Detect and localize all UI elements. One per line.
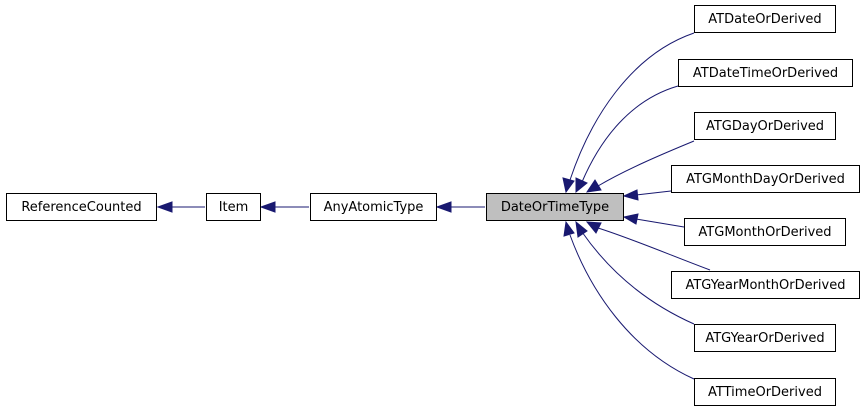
arrowhead-reference-counted (156, 201, 173, 213)
node-atg-month-day-or-derived[interactable]: ATGMonthDayOrDerived (671, 165, 860, 193)
node-at-date-time-or-derived-label: ATDateTimeOrDerived (693, 66, 838, 81)
arrowhead-from-atg-month (622, 213, 639, 225)
node-any-atomic-type-label: AnyAtomicType (324, 200, 424, 215)
node-item-label: Item (219, 200, 249, 215)
edge-atg-year-month-or-derived (597, 227, 711, 271)
node-at-date-time-or-derived[interactable]: ATDateTimeOrDerived (678, 59, 853, 87)
arrowhead-from-at-date-time (575, 177, 588, 194)
node-any-atomic-type[interactable]: AnyAtomicType (310, 193, 437, 221)
node-at-time-or-derived[interactable]: ATTimeOrDerived (694, 378, 836, 406)
edge-at-time-or-derived (569, 234, 695, 380)
node-atg-year-month-or-derived-label: ATGYearMonthOrDerived (685, 278, 845, 293)
node-reference-counted-label: ReferenceCounted (21, 200, 141, 215)
node-atg-year-or-derived[interactable]: ATGYearOrDerived (694, 324, 836, 352)
node-atg-day-or-derived-label: ATGDayOrDerived (706, 119, 824, 134)
node-date-or-time-type-label: DateOrTimeType (501, 200, 609, 215)
node-atg-year-or-derived-label: ATGYearOrDerived (705, 331, 824, 346)
node-at-time-or-derived-label: ATTimeOrDerived (708, 385, 822, 400)
arrowhead-item (259, 201, 276, 213)
arrowhead-from-atg-day (585, 179, 602, 193)
node-date-or-time-type[interactable]: DateOrTimeType (486, 193, 624, 221)
arrowhead-from-atg-year (575, 220, 588, 238)
edge-atg-day-or-derived (597, 140, 695, 187)
edge-at-date-or-derived (569, 32, 695, 181)
node-item[interactable]: Item (206, 193, 261, 221)
node-atg-month-day-or-derived-label: ATGMonthDayOrDerived (686, 172, 845, 187)
arrowhead-from-atg-month-day (622, 189, 639, 201)
arrowhead-from-at-time (563, 220, 575, 237)
node-atg-month-or-derived[interactable]: ATGMonthOrDerived (684, 218, 846, 246)
edge-at-date-time-or-derived (581, 85, 679, 183)
node-at-date-or-derived-label: ATDateOrDerived (708, 12, 821, 27)
edge-atg-month-or-derived (635, 218, 685, 228)
edge-atg-year-or-derived (581, 231, 695, 325)
arrowhead-from-at-date (562, 177, 575, 194)
node-reference-counted[interactable]: ReferenceCounted (6, 193, 157, 221)
node-atg-month-or-derived-label: ATGMonthOrDerived (698, 225, 831, 240)
node-atg-day-or-derived[interactable]: ATGDayOrDerived (694, 112, 836, 140)
arrowhead-any-atomic-type (435, 201, 452, 213)
edges (156, 32, 711, 380)
arrowhead-from-atg-year-month (585, 221, 602, 234)
node-atg-year-month-or-derived[interactable]: ATGYearMonthOrDerived (671, 271, 860, 299)
node-at-date-or-derived[interactable]: ATDateOrDerived (694, 5, 836, 33)
edge-atg-month-day-or-derived (635, 190, 672, 196)
